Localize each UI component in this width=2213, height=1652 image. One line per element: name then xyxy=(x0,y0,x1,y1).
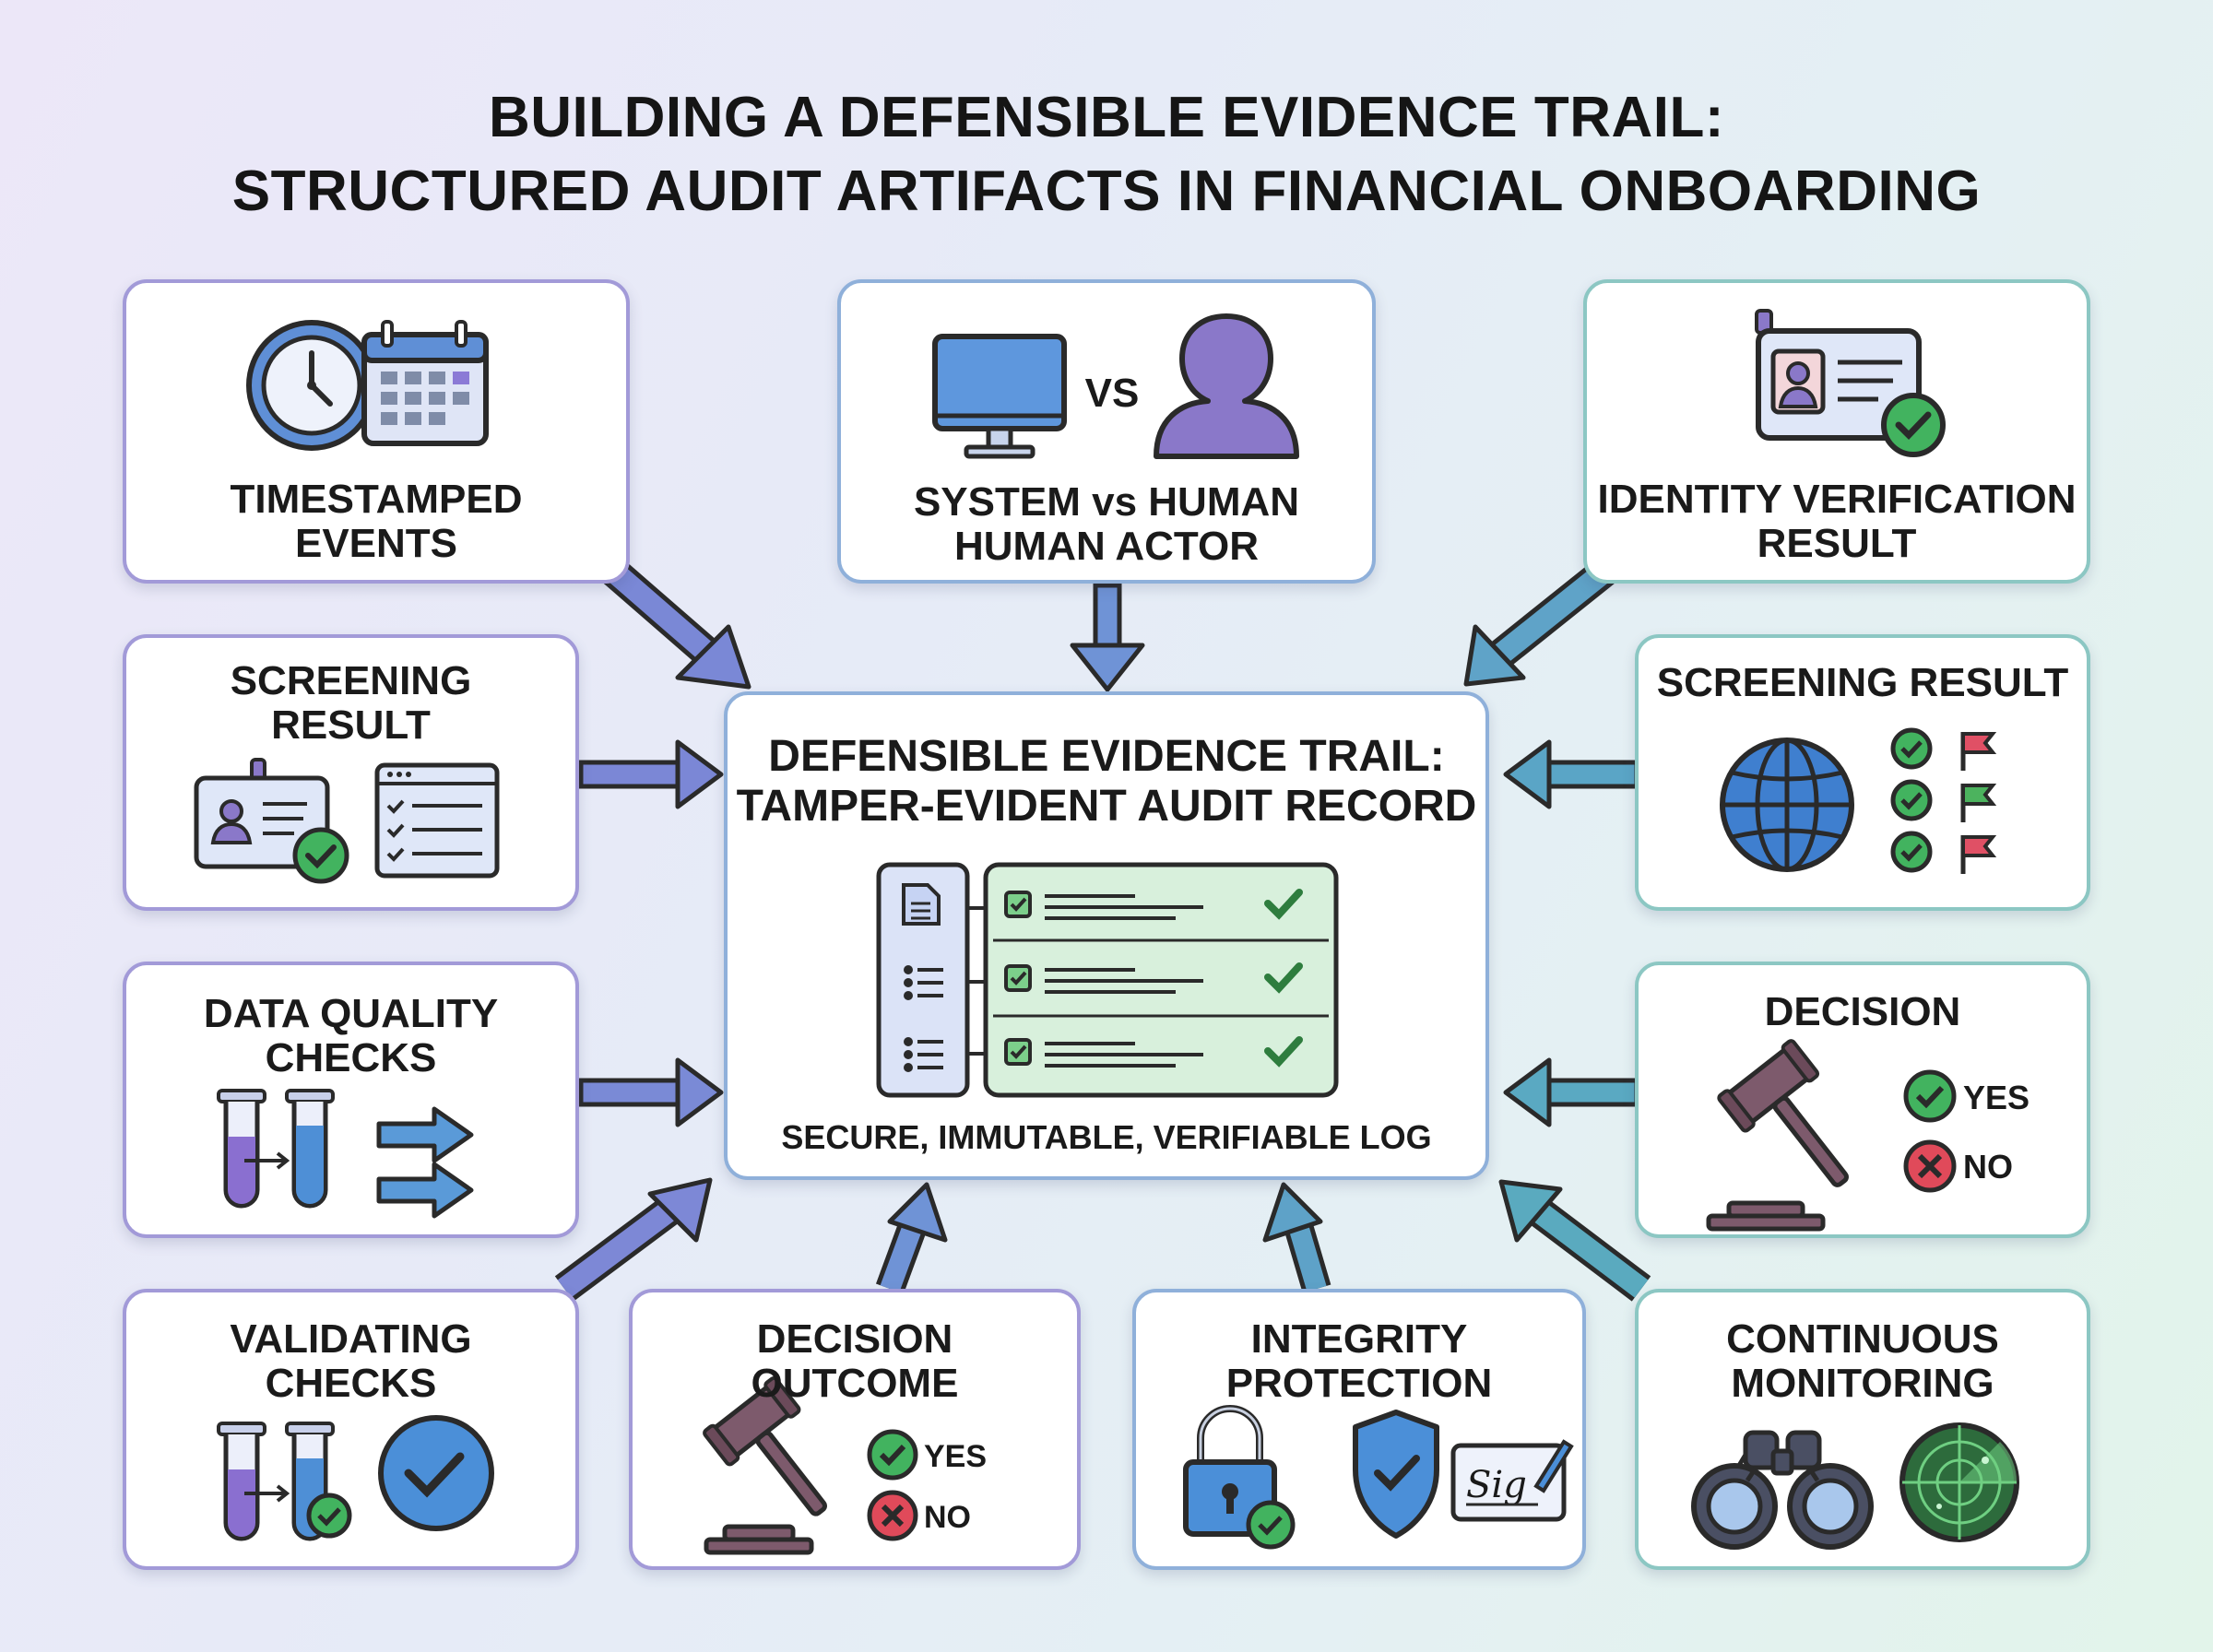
log-row-1 xyxy=(1004,889,1303,920)
gavel-icon xyxy=(703,1376,828,1555)
cross-icon xyxy=(1903,1139,1957,1193)
audit-log-icon xyxy=(876,862,1339,1098)
cross-icon xyxy=(867,1490,918,1541)
center-audit-record: DEFENSIBLE EVIDENCE TRAIL: TAMPER-EVIDEN… xyxy=(724,691,1489,1180)
center-caption: SECURE, IMMUTABLE, VERIFIABLE LOG xyxy=(781,1118,1432,1156)
node-integrity-protection: Sig INTEGRITY PROTECTION xyxy=(1132,1289,1586,1570)
node-decision: YES NO DECISION xyxy=(1635,962,2090,1238)
page-title-line-1: BUILDING A DEFENSIBLE EVIDENCE TRAIL: xyxy=(488,86,1725,149)
check-list-icons xyxy=(1890,727,1933,873)
node-label-line-1: DECISION xyxy=(756,1316,953,1362)
node-label-line-2: RESULT xyxy=(271,702,431,748)
node-screening-result-left: SCREENING RESULT xyxy=(123,634,579,911)
arrow-monitoring xyxy=(1498,1179,1651,1302)
signature-icon: Sig xyxy=(1450,1439,1574,1522)
node-label-line-1: INTEGRITY xyxy=(1250,1316,1468,1362)
test-tubes-icon xyxy=(217,1422,352,1541)
test-tubes-icon xyxy=(217,1089,335,1209)
identity-icons xyxy=(1755,309,1946,457)
arrow-decision-outcome xyxy=(875,1182,948,1294)
log-row-2 xyxy=(1004,962,1303,994)
decision-yes-label: YES xyxy=(1963,1079,2030,1116)
node-label-line-2: EVENTS xyxy=(294,521,458,566)
monitoring-icons xyxy=(1691,1422,2019,1550)
person-icon xyxy=(1154,313,1299,459)
node-label-line-1: TIMESTAMPED xyxy=(230,477,523,522)
page-title-line-2: STRUCTURED AUDIT ARTIFACTS IN FINANCIAL … xyxy=(231,159,1982,223)
check-icon xyxy=(867,1429,918,1481)
integrity-icons: Sig xyxy=(1183,1405,1574,1550)
node-label-line-2: PROTECTION xyxy=(1225,1361,1493,1406)
outcome-no-label: NO xyxy=(924,1500,971,1535)
globe-icon xyxy=(1720,738,1854,872)
screening-left-icons xyxy=(194,758,500,884)
flag-icons xyxy=(1960,732,1997,874)
checklist-window-icon xyxy=(374,762,500,879)
shield-icon xyxy=(1353,1410,1439,1539)
vs-label: VS xyxy=(1085,371,1140,416)
node-label-line-2: CHECKS xyxy=(265,1361,437,1406)
center-title-line-2: TAMPER-EVIDENT AUDIT RECORD xyxy=(736,782,1477,831)
radar-icon xyxy=(1899,1422,2019,1542)
gavel-icon xyxy=(1706,1039,1849,1232)
arrow-system-human xyxy=(1070,583,1145,692)
system-human-icons: VS xyxy=(932,313,1299,459)
node-label-line-1: SCREENING xyxy=(230,658,472,703)
node-label-line-1: VALIDATING xyxy=(230,1316,472,1362)
node-label-line-1: SYSTEM vs HUMAN xyxy=(913,479,1300,525)
arrow-data-quality xyxy=(578,1057,724,1127)
padlock-icon xyxy=(1183,1405,1296,1550)
node-label-line-1: SCREENING RESULT xyxy=(1656,660,2069,705)
arrow-validating xyxy=(554,1177,713,1302)
node-label-line-2: MONITORING xyxy=(1731,1361,1994,1406)
node-continuous-monitoring: CONTINUOUS MONITORING xyxy=(1635,1289,2090,1570)
decision-outcome-icons: YES NO xyxy=(703,1376,987,1555)
validating-icons xyxy=(217,1415,494,1541)
node-timestamped-events: TIMESTAMPED EVENTS xyxy=(123,279,630,584)
arrow-integrity xyxy=(1262,1182,1331,1293)
arrow-identity xyxy=(1463,559,1615,687)
monitor-icon xyxy=(932,334,1067,459)
center-title-line-1: DEFENSIBLE EVIDENCE TRAIL: xyxy=(768,732,1445,781)
arrows-icon xyxy=(376,1106,474,1219)
data-quality-icons xyxy=(217,1089,474,1219)
node-label-line-2: HUMAN ACTOR xyxy=(954,524,1259,569)
timestamp-icons xyxy=(246,320,489,451)
node-system-vs-human: VS SYSTEM vs HUMAN HUMAN ACTOR xyxy=(837,279,1376,584)
node-data-quality-checks: DATA QUALITY CHECKS xyxy=(123,962,579,1238)
node-label-line-2: RESULT xyxy=(1757,521,1917,566)
outcome-yes-label: YES xyxy=(924,1439,987,1474)
list-icon xyxy=(904,965,943,1072)
clock-icon xyxy=(246,320,377,451)
arrow-screening-left xyxy=(578,739,724,809)
decision-icons: YES NO xyxy=(1706,1039,2030,1232)
node-label-line-2: CHECKS xyxy=(265,1035,437,1080)
node-screening-result-right: SCREENING RESULT xyxy=(1635,634,2090,911)
node-identity-verification: IDENTITY VERIFICATION RESULT xyxy=(1583,279,2090,584)
check-icon xyxy=(1903,1069,1957,1123)
node-label-line-1: DATA QUALITY xyxy=(203,991,499,1036)
screening-right-icons xyxy=(1720,727,1997,874)
node-label-line-1: IDENTITY VERIFICATION xyxy=(1597,477,2077,522)
arrow-screening-right xyxy=(1503,739,1639,809)
log-row-3 xyxy=(1004,1036,1303,1068)
node-label-line-1: CONTINUOUS xyxy=(1726,1316,1999,1362)
document-icon xyxy=(902,883,941,926)
id-card-check-icon xyxy=(194,758,349,884)
arrow-timestamped xyxy=(598,555,751,690)
arrow-decision xyxy=(1503,1057,1639,1127)
node-label-line-1: DECISION xyxy=(1764,989,1961,1034)
signature-text: Sig xyxy=(1466,1464,1527,1506)
decision-no-label: NO xyxy=(1963,1148,2013,1186)
calendar-icon xyxy=(361,320,489,446)
binoculars-icon xyxy=(1691,1430,1874,1550)
check-circle-icon xyxy=(378,1415,494,1531)
node-decision-outcome: YES NO DECISION OUTCOME xyxy=(629,1289,1081,1570)
node-validating-checks: VALIDATING CHECKS xyxy=(123,1289,579,1570)
node-label-line-2: OUTCOME xyxy=(751,1361,959,1406)
id-badge-check-icon xyxy=(1755,309,1946,457)
